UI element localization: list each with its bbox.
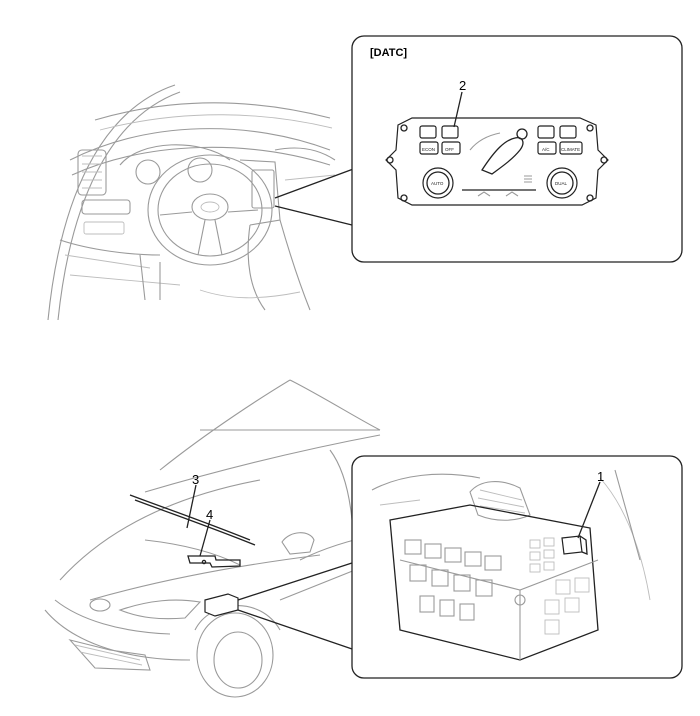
callout-4-label: 4 [206,507,213,522]
econ-button-label: ECON [422,147,435,152]
callout-2-label: 2 [459,78,466,93]
callout-3-label: 3 [192,472,199,487]
callout-1-label: 1 [597,469,604,484]
datc-detail-panel: [DATC] ECON OFF A/C CLIMATE [351,35,683,263]
off-button-label: OFF [445,147,454,152]
car-exterior-illustration [44,379,381,698]
relay-box-detail-panel: 1 [351,455,683,679]
ac-button-label: A/C [542,147,550,152]
dual-knob-label: DUAL [555,181,568,186]
dashboard-interior-illustration [47,84,357,321]
auto-knob-label: AUTO [431,181,444,186]
climate-button-label: CLIMATE [561,147,580,152]
datc-title: [DATC] [370,47,407,59]
datc-controller-unit: ECON OFF A/C CLIMATE AUTO DUAL [385,117,609,206]
